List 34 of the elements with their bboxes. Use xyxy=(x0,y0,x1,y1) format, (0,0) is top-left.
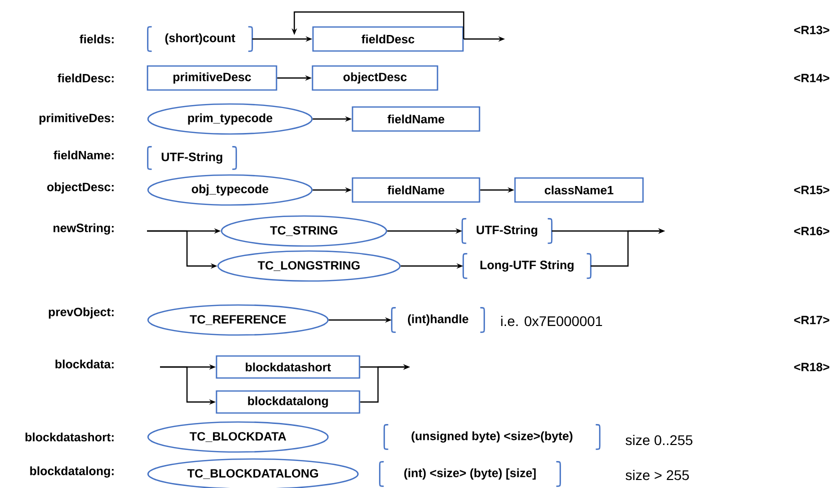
bracketed-field: UTF-String xyxy=(462,218,552,244)
rule-name: fieldName: xyxy=(54,150,114,160)
rule-name: newString: xyxy=(54,223,114,235)
rule-name: fieldDesc: xyxy=(58,74,114,82)
rule-name: blockdata: xyxy=(56,360,114,368)
rule-name: objectDesc: xyxy=(47,182,114,194)
process-box: blockdatalong xyxy=(216,390,360,414)
process-box: fieldName xyxy=(352,106,480,132)
rule-name: blockdatalong: xyxy=(30,466,114,478)
note-text: size > 255 xyxy=(626,470,689,480)
rule-name: prevObject: xyxy=(48,307,114,319)
bracketed-field: (int) <size> (byte) [size] xyxy=(379,461,561,487)
bracketed-field: (unsigned byte) <size>(byte) xyxy=(384,424,600,450)
rule-number: <R14> xyxy=(794,74,830,82)
bracketed-field: UTF-String xyxy=(147,146,237,170)
bracketed-field: (short)count xyxy=(147,26,253,52)
process-box: objectDesc xyxy=(312,65,438,91)
rule-number: <R17> xyxy=(794,316,830,324)
process-box: fieldDesc xyxy=(312,26,464,52)
rule-number: <R13> xyxy=(794,26,830,34)
rule-number: <R18> xyxy=(794,362,830,372)
process-box: primitiveDesc xyxy=(146,65,278,91)
process-box: fieldName xyxy=(352,177,480,203)
rule-name: primitiveDes: xyxy=(40,113,114,125)
bracketed-field: (int)handle xyxy=(391,307,485,333)
rule-name: fields: xyxy=(80,34,114,44)
process-box: className1 xyxy=(514,177,644,203)
note-text: i.e. 0x7E000001 xyxy=(501,316,602,326)
bracketed-field: Long-UTF String xyxy=(462,253,592,279)
rule-number: <R15> xyxy=(794,186,830,194)
rule-name: blockdatashort: xyxy=(26,432,114,442)
note-text: size 0..255 xyxy=(626,434,692,446)
process-box: blockdatashort xyxy=(216,355,360,379)
rule-number: <R16> xyxy=(794,226,830,236)
